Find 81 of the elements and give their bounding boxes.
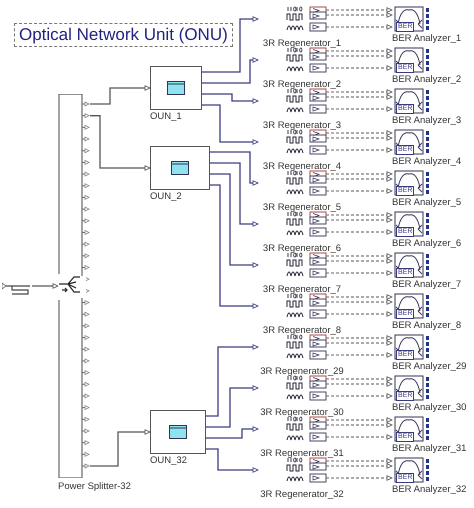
component-label: BER Analyzer_8: [392, 320, 462, 332]
component-label: BER Analyzer_29: [392, 361, 468, 373]
dashed-connector: [346, 94, 392, 100]
dashed-connector: [346, 48, 392, 54]
dashed-connector: [346, 458, 392, 464]
component-label: 3R Regenerator_30: [259, 407, 345, 419]
component-label: BER Analyzer_7: [392, 279, 462, 291]
component-label: 3R Regenerator_5: [262, 202, 342, 214]
dashed-connector: [346, 89, 392, 95]
connector: [206, 426, 258, 439]
dashed-connector: [346, 53, 392, 59]
dashed-connector: [346, 65, 392, 71]
dashed-connector: [346, 212, 392, 218]
dashed-connector: [346, 135, 392, 141]
component-label: BER Analyzer_5: [392, 197, 462, 209]
connector: [90, 115, 150, 171]
connector: [90, 85, 150, 105]
component-label: 3R Regenerator_31: [259, 448, 345, 460]
component-label: 3R Regenerator_6: [262, 243, 342, 255]
connector: [210, 184, 258, 309]
dashed-connector: [346, 270, 392, 276]
connector: [32, 283, 58, 289]
dashed-connector: [346, 463, 392, 469]
dashed-connector: [346, 434, 392, 440]
dashed-connector: [346, 24, 392, 30]
connector: [210, 151, 258, 186]
dashed-connector: [346, 253, 392, 259]
component-label: 3R Regenerator_7: [262, 284, 342, 296]
title: Optical Network Unit (ONU): [14, 23, 233, 47]
component-label: 3R Regenerator_32: [259, 489, 345, 501]
connector: [206, 344, 258, 417]
dashed-connector: [346, 176, 392, 182]
dashed-connector: [346, 393, 392, 399]
connector: [206, 385, 258, 428]
component-label: Power Splitter-32: [58, 481, 131, 492]
dashed-connector: [346, 299, 392, 305]
dashed-connector: [346, 258, 392, 264]
dashed-connector: [346, 294, 392, 300]
dashed-connector: [346, 147, 392, 153]
component-label: BER Analyzer_30: [392, 402, 468, 414]
component-label: 3R Regenerator_2: [262, 79, 342, 91]
dashed-connector: [346, 376, 392, 382]
dashed-connector: [346, 7, 392, 13]
dashed-connector: [346, 12, 392, 18]
component-label: BER Analyzer_2: [392, 74, 462, 86]
connector: [90, 429, 150, 467]
connector: [202, 93, 258, 104]
component-label: 3R Regenerator_8: [262, 325, 342, 337]
dashed-connector: [346, 475, 392, 481]
dashed-connector: [346, 188, 392, 194]
component-label: OUN_1: [150, 111, 183, 123]
component-label: BER Analyzer_6: [392, 238, 462, 250]
dashed-connector: [346, 381, 392, 387]
dashed-connector: [346, 171, 392, 177]
dashed-connector: [346, 422, 392, 428]
component-label: BER Analyzer_31: [392, 443, 468, 455]
connector: [202, 57, 258, 84]
connector: [210, 162, 258, 227]
component-label: 3R Regenerator_1: [262, 38, 342, 50]
connector: [210, 173, 258, 268]
component-label: BER Analyzer_4: [392, 156, 462, 168]
component-label: 3R Regenerator_3: [262, 120, 342, 132]
dashed-connector: [346, 352, 392, 358]
dashed-connector: [346, 335, 392, 341]
dashed-connector: [346, 106, 392, 112]
component-label: OUN_2: [150, 191, 183, 203]
dashed-connector: [346, 311, 392, 317]
component-label: 3R Regenerator_29: [259, 366, 345, 378]
dashed-connector: [346, 217, 392, 223]
dashed-connector: [346, 417, 392, 423]
component-label: 3R Regenerator_4: [262, 161, 342, 173]
component-label: BER Analyzer_3: [392, 115, 462, 127]
dashed-connector: [346, 130, 392, 136]
component-label: OUN_32: [150, 455, 188, 467]
dashed-connector: [346, 229, 392, 235]
component-label: BER Analyzer_32: [392, 484, 468, 496]
connector: [206, 448, 258, 473]
component-label: BER Analyzer_1: [392, 33, 462, 45]
connector: [202, 16, 258, 73]
connector: [202, 104, 258, 145]
dashed-connector: [346, 340, 392, 346]
